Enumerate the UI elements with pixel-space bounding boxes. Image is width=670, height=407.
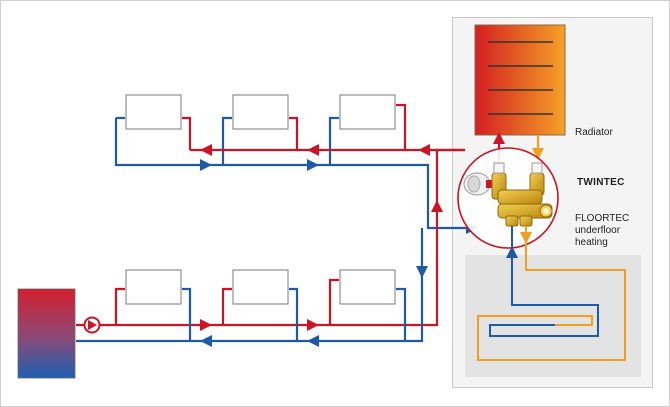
arrow-right-icon	[200, 319, 212, 331]
arrow-right-icon	[307, 319, 319, 331]
panel-radiator	[474, 24, 566, 136]
radiator-top-1	[125, 94, 182, 130]
bottom-circuit-pipes	[76, 148, 465, 343]
twintec-valve-icon	[463, 162, 553, 227]
radiator-top-2	[232, 94, 289, 130]
arrow-left-icon	[307, 144, 319, 156]
arrow-right-icon	[200, 159, 212, 171]
twintec-label: TWINTEC	[577, 177, 625, 188]
arrow-up-icon	[493, 132, 505, 144]
arrow-right-icon	[307, 159, 319, 171]
pump-icon	[83, 316, 101, 334]
underfloor-label: underfloor	[575, 225, 621, 236]
arrow-down-icon	[532, 148, 544, 160]
arrow-down-icon	[520, 232, 532, 244]
radiator-bottom-2	[232, 269, 289, 305]
radiator-bottom-3	[339, 269, 396, 305]
floortec-label: FLOORTEC	[575, 213, 630, 224]
arrow-left-icon	[200, 335, 212, 347]
radiator-top-3	[339, 94, 396, 130]
radiator-label: Radiator	[575, 127, 613, 138]
arrow-left-icon	[200, 144, 212, 156]
underfloor-loop	[477, 226, 626, 361]
arrow-up-icon	[431, 200, 443, 212]
arrow-up-icon	[506, 246, 518, 258]
arrow-left-icon	[418, 144, 430, 156]
radiator-bottom-1	[125, 269, 182, 305]
boiler-tank-icon	[17, 288, 76, 379]
arrow-down-icon	[416, 266, 428, 278]
arrow-left-icon	[307, 335, 319, 347]
heating-label: heating	[575, 237, 608, 248]
